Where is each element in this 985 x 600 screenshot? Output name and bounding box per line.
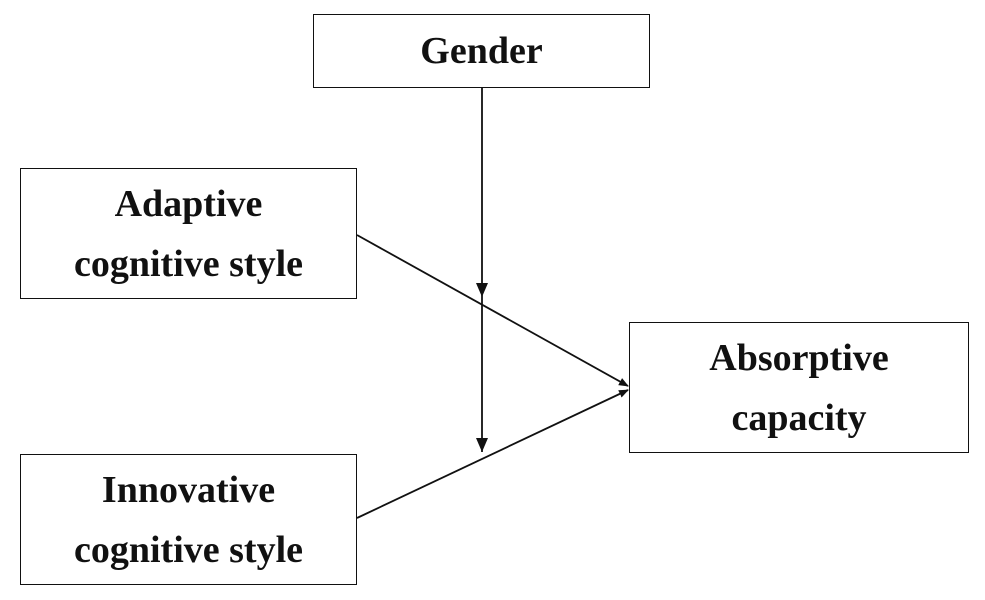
gender-node: Gender: [313, 14, 650, 88]
arrow-adaptive-to-absorptive: [356, 234, 629, 387]
gender-label: Gender: [420, 30, 543, 72]
innovative-cognitive-style-node: Innovative cognitive style: [20, 454, 357, 585]
innovative-label-line2: cognitive style: [73, 528, 303, 571]
arrow-gender-to-innovative-path: [476, 438, 488, 452]
absorptive-capacity-node: Absorptive capacity: [629, 322, 969, 453]
adaptive-cognitive-style-node: Adaptive cognitive style: [20, 168, 357, 299]
arrow-gender-to-adaptive-path: [476, 283, 488, 297]
adaptive-label-line1: Adaptive: [114, 182, 263, 225]
arrow-innovative-to-absorptive: [356, 389, 629, 519]
absorptive-label-line1: Absorptive: [709, 336, 889, 379]
adaptive-label-line2: cognitive style: [73, 242, 303, 285]
absorptive-label-line2: capacity: [731, 396, 867, 439]
innovative-label-line1: Innovative: [101, 468, 276, 511]
